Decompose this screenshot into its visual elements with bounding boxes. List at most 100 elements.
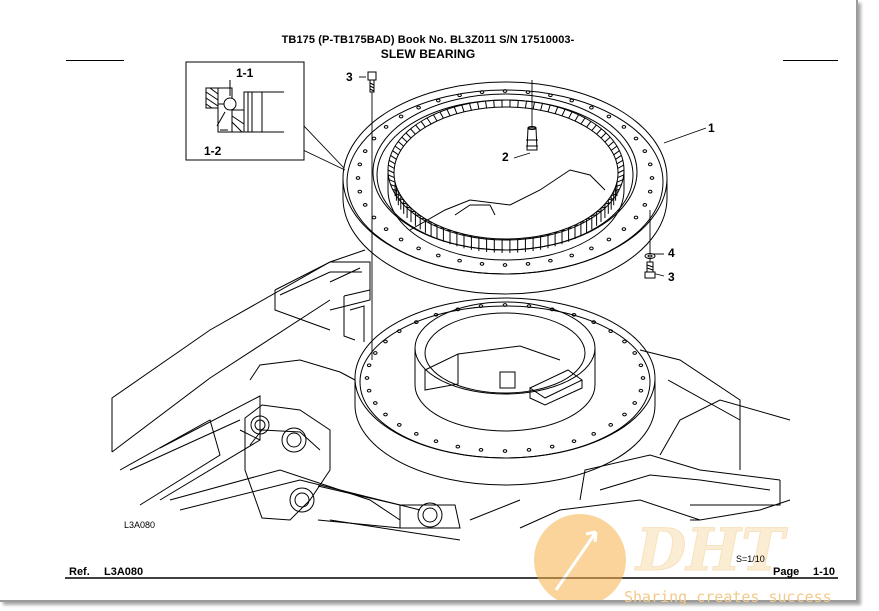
watermark-logo-text: DHT xyxy=(634,516,788,584)
page-number: 1-10 xyxy=(813,566,836,578)
gear-tooth xyxy=(600,206,607,209)
gear-tooth xyxy=(485,101,488,109)
bolt-hole xyxy=(478,304,484,308)
bolt-hole xyxy=(591,432,597,436)
internal-gear-teeth xyxy=(387,99,625,253)
gear-tooth xyxy=(617,174,624,179)
boom-bracket xyxy=(244,404,461,529)
bolt-hole xyxy=(638,363,644,368)
gear-tooth xyxy=(392,150,399,156)
header-rule-left xyxy=(66,60,124,61)
callout-1: 1 xyxy=(708,121,715,135)
ref-value: L3A080 xyxy=(104,566,144,578)
bolt-hole xyxy=(525,262,531,266)
gear-tooth xyxy=(410,128,416,135)
bolt-hole xyxy=(589,246,594,251)
lower-ring-bolt-holes xyxy=(364,303,646,453)
gear-tooth xyxy=(591,124,597,131)
gear-tooth xyxy=(401,202,408,205)
gear-tooth xyxy=(574,114,580,122)
bolt-hole xyxy=(633,215,639,220)
bolt-hole xyxy=(649,176,655,180)
gear-tooth xyxy=(615,154,622,160)
bolt-hole xyxy=(397,329,402,333)
gear-tooth xyxy=(453,106,458,114)
undercarriage-frame xyxy=(111,249,791,541)
gear-tooth xyxy=(616,179,624,183)
document-page: DHT TB175 (P-TB175BAD) Book No. BL3Z011 … xyxy=(0,0,858,602)
bolt-hole xyxy=(373,401,378,405)
header-rule-right xyxy=(783,60,838,61)
page-label: Page xyxy=(773,566,800,578)
bolt-hole xyxy=(502,449,508,453)
bolt-hole xyxy=(357,162,363,167)
bolt-hole xyxy=(383,125,389,129)
bolt-hole xyxy=(647,189,653,194)
gear-tooth xyxy=(610,145,618,151)
bolt-hole xyxy=(416,105,421,110)
callout-2: 2 xyxy=(502,150,509,164)
gear-tooth xyxy=(390,154,397,160)
bolt-hole xyxy=(371,136,377,141)
bolt-part-3-bottom xyxy=(644,261,656,279)
watermark-tagline: Sharing creates success xyxy=(624,588,832,606)
lower-mounting-ring xyxy=(354,297,656,486)
bolt-hole xyxy=(383,339,388,344)
gear-tooth xyxy=(532,102,535,110)
bolt-hole xyxy=(364,376,370,380)
gear-tooth xyxy=(394,145,402,151)
gear-tooth xyxy=(439,111,444,119)
gear-tooth xyxy=(611,193,618,197)
callout-3-bottom: 3 xyxy=(668,270,675,284)
gear-tooth xyxy=(388,164,395,169)
gear-tooth xyxy=(401,136,408,143)
gear-tooth xyxy=(420,121,426,128)
bolt-hole xyxy=(548,93,553,98)
turntable-casting xyxy=(409,169,606,231)
gear-tooth xyxy=(600,132,607,139)
bolt-hole xyxy=(414,320,419,324)
bolt-hole xyxy=(366,363,372,368)
bolt-hole xyxy=(502,303,508,307)
gear-tooth xyxy=(388,159,396,165)
bolt-hole xyxy=(383,412,388,417)
gear-tooth xyxy=(426,117,432,125)
bolt-hole xyxy=(502,89,508,93)
bolt-hole xyxy=(414,432,419,436)
bolt-hole xyxy=(526,448,532,452)
bolt-hole xyxy=(642,149,648,153)
gear-tooth xyxy=(586,121,592,128)
bolt-hole xyxy=(569,98,575,103)
bolt-hole xyxy=(355,176,361,180)
callout-3-top: 3 xyxy=(346,70,353,84)
bolt-hole xyxy=(366,388,372,393)
bolt-hole xyxy=(457,258,462,263)
bolt-hole xyxy=(478,448,484,452)
callout-1-1: 1-1 xyxy=(236,66,254,80)
gear-tooth xyxy=(388,179,396,183)
gear-tooth xyxy=(613,188,620,192)
gear-tooth xyxy=(596,128,602,135)
bolt-hole xyxy=(549,444,555,449)
bolt-hole xyxy=(362,149,368,153)
bolt-hole xyxy=(638,388,644,393)
gear-tooth xyxy=(388,174,395,179)
bolt-hole xyxy=(457,93,462,98)
gear-tooth xyxy=(608,198,614,201)
gear-tooth xyxy=(387,169,395,174)
gear-tooth xyxy=(613,150,620,156)
pin-part-2 xyxy=(526,126,538,151)
gear-tooth xyxy=(554,106,559,114)
bolt-hole xyxy=(589,105,594,110)
gear-tooth xyxy=(540,103,543,111)
bolt-hole xyxy=(433,312,439,317)
bolt-hole xyxy=(608,329,614,333)
slew-bearing-diagram: DHT xyxy=(65,61,838,600)
gear-tooth xyxy=(561,109,566,117)
bolt-hole xyxy=(606,114,612,119)
gear-tooth xyxy=(415,124,421,131)
gear-tooth xyxy=(461,104,465,112)
bolt-hole xyxy=(479,90,485,94)
bolt-hole xyxy=(436,98,441,103)
gear-tooth xyxy=(568,111,573,119)
